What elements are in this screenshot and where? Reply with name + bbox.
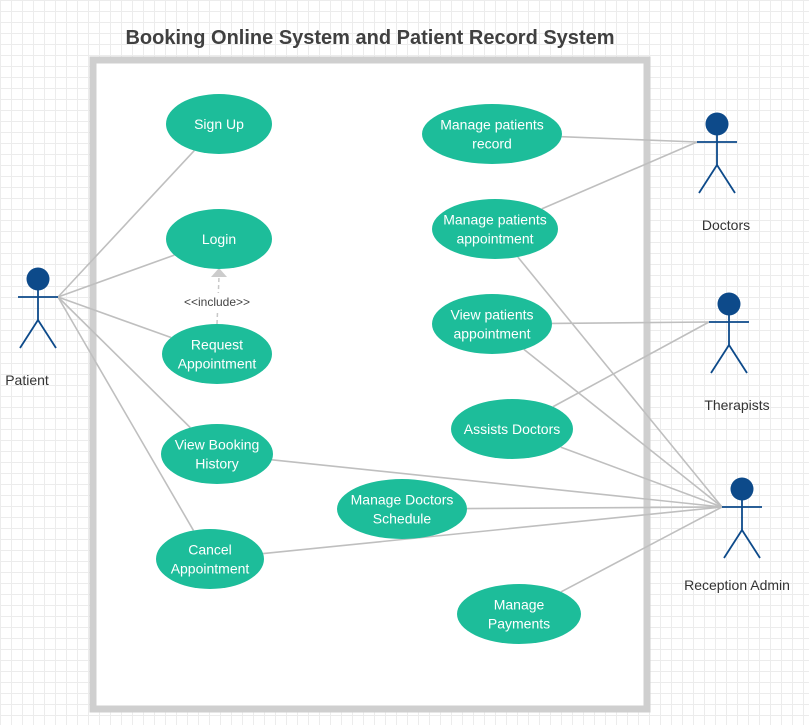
- use-case-label: Manage Doctors: [351, 492, 454, 508]
- include-relationship: <<include>>: [179, 268, 255, 325]
- use-case-ellipse: [337, 479, 467, 539]
- use-case-label: Assists Doctors: [464, 421, 560, 437]
- use-case-ellipse: [166, 94, 272, 154]
- use-case-ellipse: [422, 104, 562, 164]
- include-arrowhead-icon: [211, 268, 227, 277]
- use-case-manage-appt[interactable]: Manage patients appointment: [432, 199, 558, 259]
- use-case-label: Manage patients: [443, 212, 547, 228]
- use-case-label: Appointment: [171, 561, 250, 577]
- use-case-label: View patients: [450, 307, 533, 323]
- association-reception-assists: [560, 446, 723, 508]
- use-case-ellipse: [156, 529, 264, 589]
- association-reception-schedule: [466, 506, 723, 510]
- include-stereotype-label: <<include>>: [184, 295, 250, 309]
- include-label-background: [179, 293, 255, 310]
- use-case-label: Payments: [488, 616, 550, 632]
- association-reception-cancel: [263, 506, 723, 555]
- use-case-ellipse: [166, 209, 272, 269]
- actor-patient[interactable]: Patient: [5, 267, 58, 389]
- use-case-label: Schedule: [373, 511, 432, 527]
- use-case-ellipse: [432, 294, 552, 354]
- association-lines: [57, 135, 723, 593]
- use-case-label: appointment: [456, 231, 533, 247]
- stick-figure-icon: [18, 267, 58, 349]
- association-reception-view_appt: [523, 348, 723, 508]
- stick-figure-icon: [697, 112, 737, 194]
- diagram-title: Booking Online System and Patient Record…: [125, 27, 614, 49]
- actor-therapists[interactable]: Therapists: [704, 292, 770, 414]
- actor-label: Doctors: [702, 217, 750, 233]
- use-case-ellipse: [162, 324, 272, 384]
- use-case-login[interactable]: Login: [166, 209, 272, 269]
- actor-label: Reception Admin: [684, 577, 790, 593]
- use-case-label: Cancel: [188, 542, 232, 558]
- use-case-signup[interactable]: Sign Up: [166, 94, 272, 154]
- actor-label: Therapists: [704, 397, 769, 413]
- association-patient-signup: [57, 149, 195, 298]
- use-case-label: Sign Up: [194, 116, 244, 132]
- use-case-ellipse: [457, 584, 581, 644]
- actor-reception[interactable]: Reception Admin: [684, 477, 790, 594]
- use-case-label: appointment: [453, 326, 530, 342]
- association-reception-manage_appt: [517, 256, 723, 508]
- association-doctors-manage_record: [561, 135, 698, 143]
- actor-label: Patient: [5, 372, 49, 388]
- actor-doctors[interactable]: Doctors: [697, 112, 750, 234]
- use-case-ellipse: [161, 424, 273, 484]
- stick-figure-icon: [722, 477, 762, 559]
- use-case-label: History: [195, 456, 239, 472]
- association-reception-history: [271, 458, 723, 508]
- use-case-ellipse: [451, 399, 573, 459]
- association-patient-history: [57, 296, 191, 429]
- use-case-label: Manage: [494, 597, 545, 613]
- association-patient-request: [57, 296, 172, 339]
- association-doctors-manage_appt: [541, 141, 698, 210]
- use-case-view-appt[interactable]: View patients appointment: [432, 294, 552, 354]
- use-case-label: View Booking: [175, 437, 260, 453]
- use-case-assists[interactable]: Assists Doctors: [451, 399, 573, 459]
- association-therapists-view_appt: [551, 321, 710, 325]
- association-patient-login: [57, 254, 175, 298]
- use-case-ellipse: [432, 199, 558, 259]
- use-case-label: Request: [191, 337, 243, 353]
- use-case-label: record: [472, 136, 512, 152]
- stick-figure-icon: [709, 292, 749, 374]
- use-case-label: Appointment: [178, 356, 257, 372]
- association-reception-payments: [560, 506, 723, 593]
- use-case-label: Login: [202, 231, 236, 247]
- use-case-manage-record[interactable]: Manage patients record: [422, 104, 562, 164]
- association-patient-cancel: [57, 296, 195, 531]
- use-case-label: Manage patients: [440, 117, 544, 133]
